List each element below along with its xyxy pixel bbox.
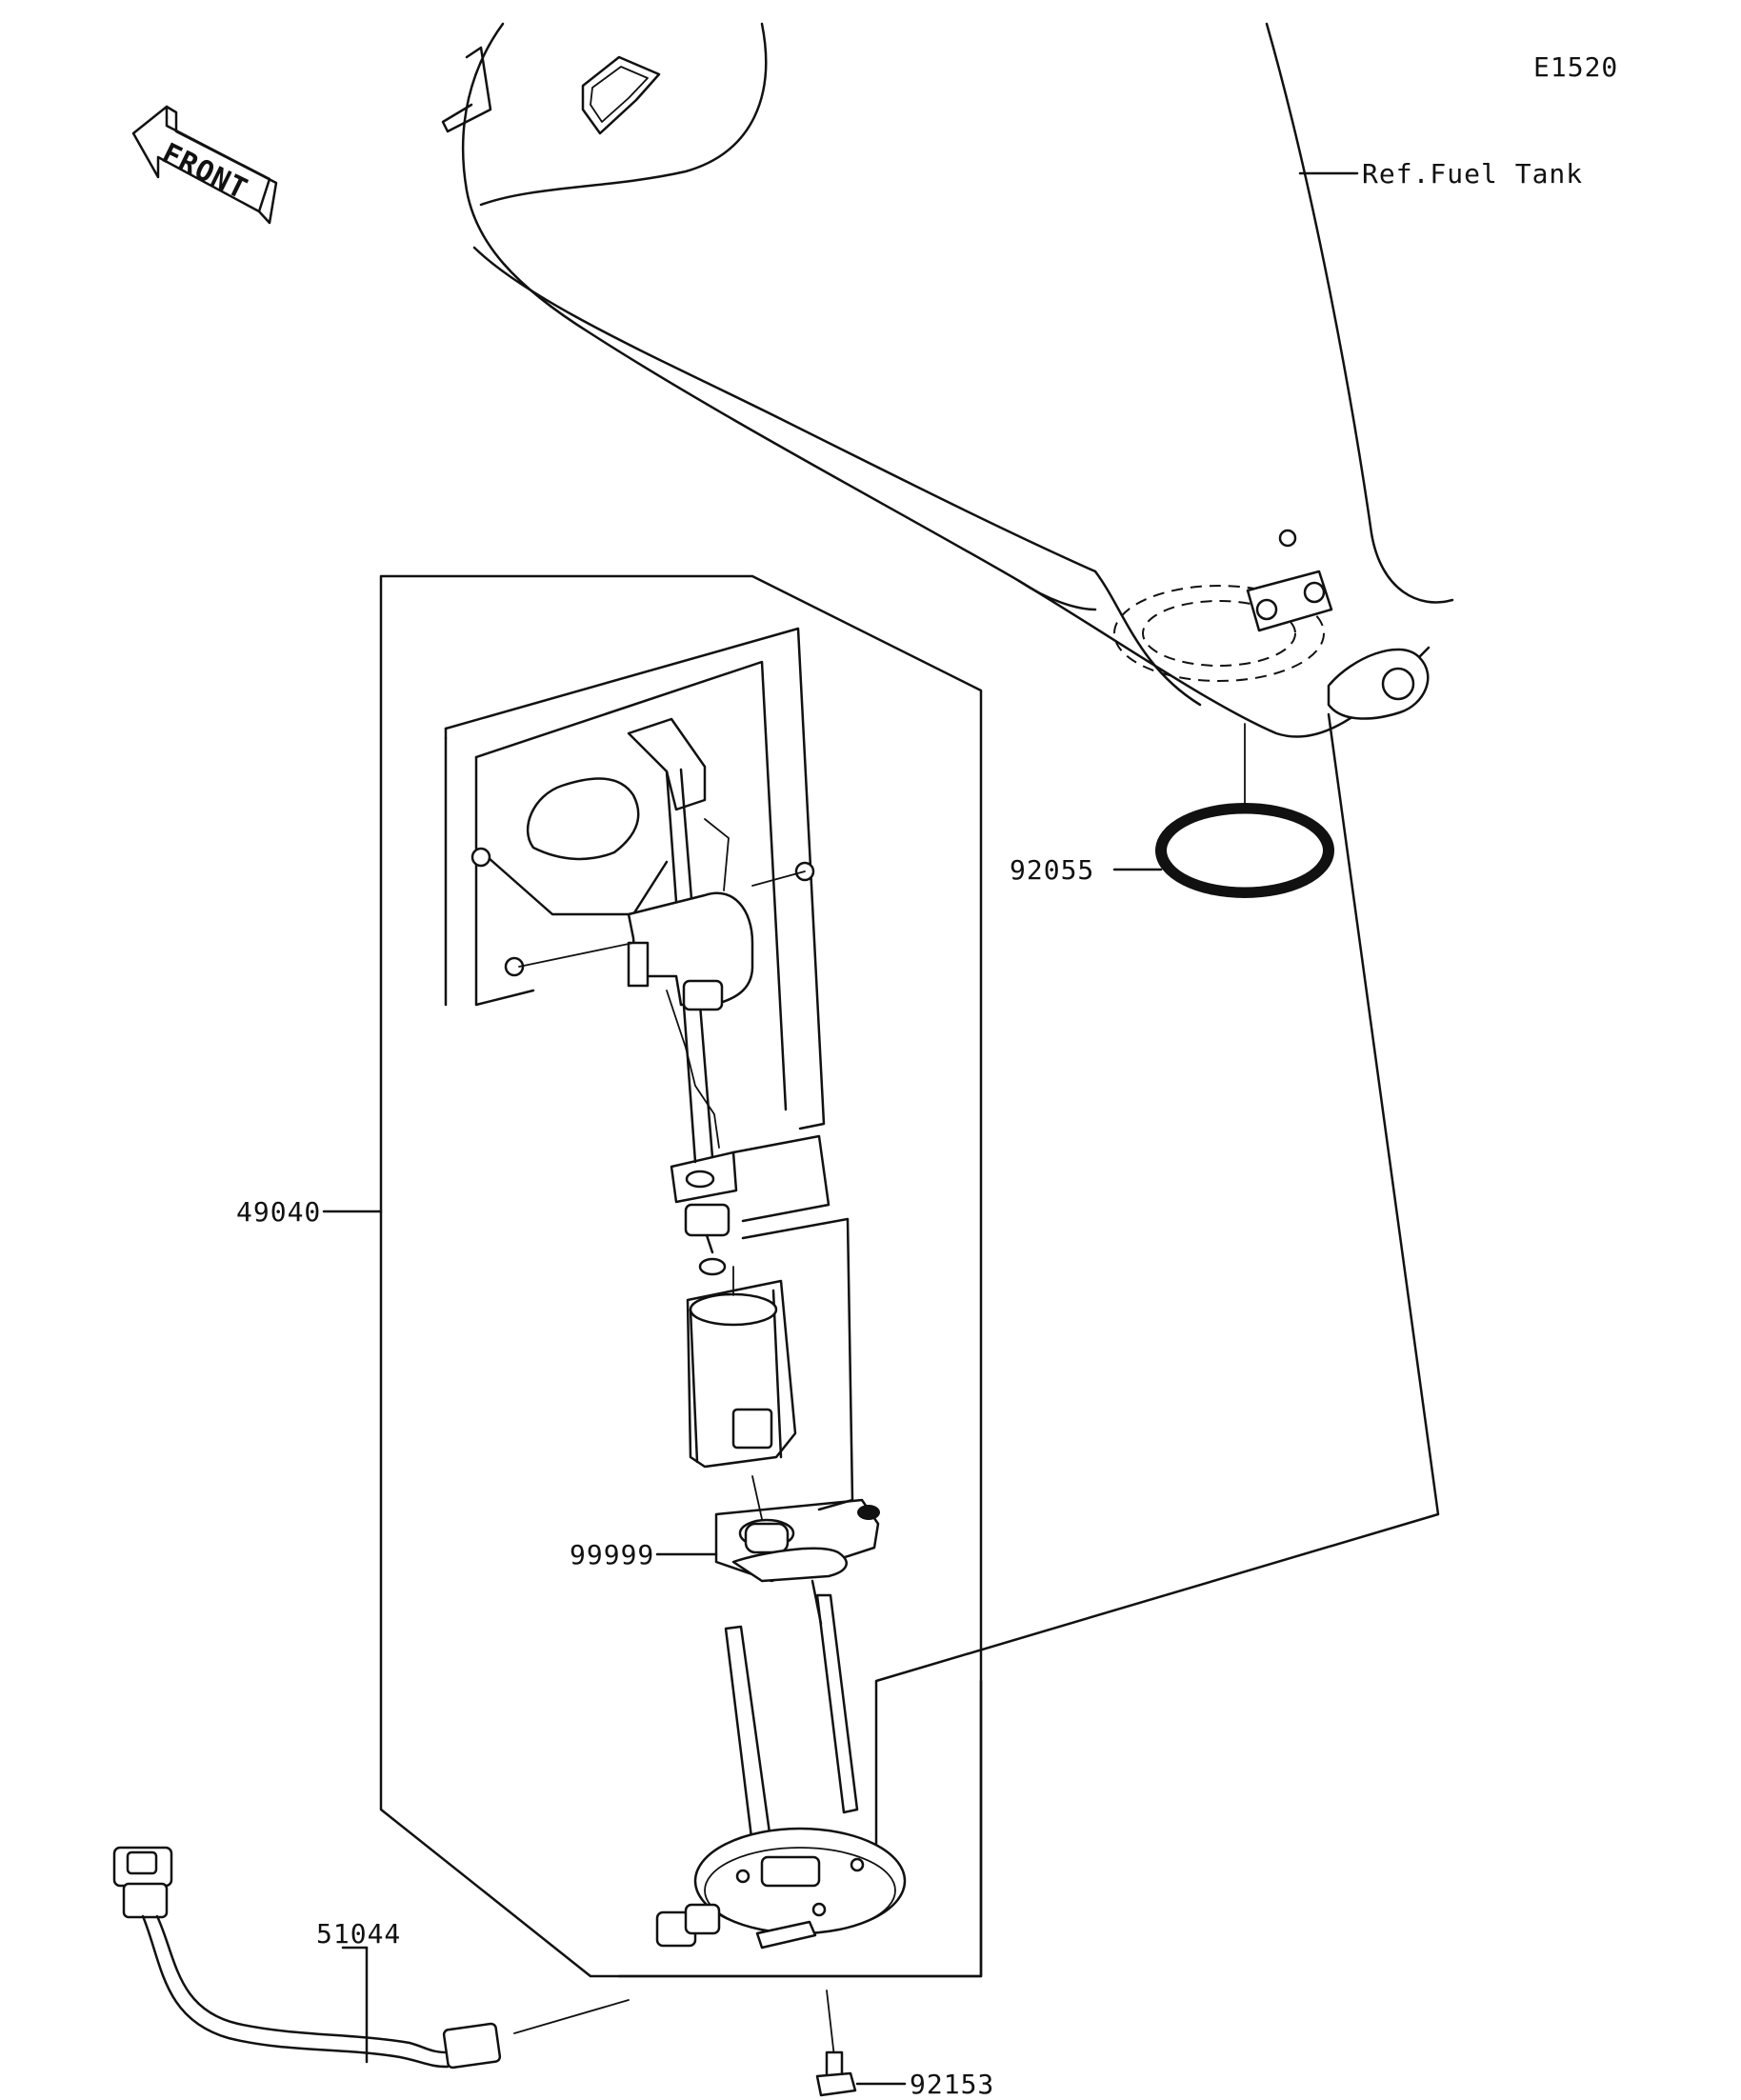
part-number-92055: 92055 bbox=[1010, 854, 1094, 886]
front-arrow-icon: FRONT bbox=[131, 105, 278, 225]
assembly-leader-line bbox=[874, 712, 1440, 1892]
harness-51044: 51044 bbox=[112, 1846, 630, 2070]
o-ring-92055: 92055 bbox=[1010, 723, 1334, 898]
part-number-49040: 49040 bbox=[236, 1196, 321, 1228]
part-number-92153: 92153 bbox=[910, 2069, 994, 2100]
filter-99999: 99999 bbox=[570, 1498, 880, 1583]
assembly-outline-49040: 49040 bbox=[236, 574, 983, 1978]
ref-fuel-tank-label: Ref.Fuel Tank bbox=[1362, 158, 1583, 190]
diagram-code: E1520 bbox=[1533, 51, 1618, 83]
part-number-51044: 51044 bbox=[316, 1918, 401, 1950]
bolt-92153: 92153 bbox=[815, 1990, 994, 2100]
pump-base-plate bbox=[655, 1579, 907, 1950]
pump-holder-subassembly bbox=[444, 627, 826, 1164]
pump-subassembly bbox=[670, 1134, 854, 1520]
part-number-99999: 99999 bbox=[570, 1539, 654, 1570]
fuel-tank: Ref.Fuel Tank bbox=[441, 22, 1583, 738]
